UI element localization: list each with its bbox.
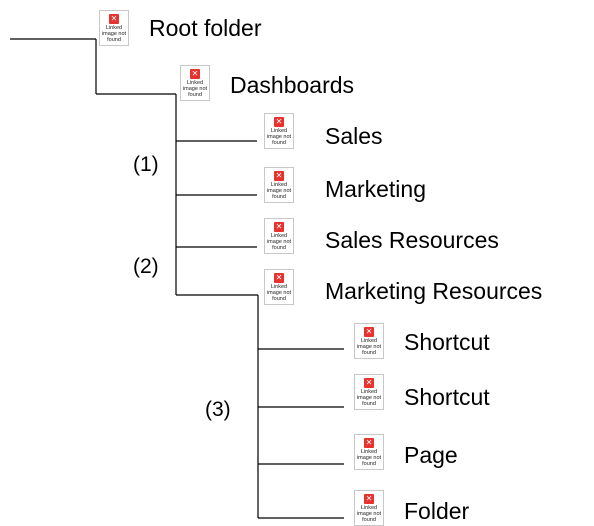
tree-node-label-folder[interactable]: Folder [404,498,470,524]
image-alt-text: Linked image not found [266,284,292,302]
close-icon: ✕ [274,117,284,127]
tree-node-label-root[interactable]: Root folder [149,15,262,41]
tree-node-label-sales[interactable]: Sales [325,123,383,149]
image-alt-text: Linked image not found [182,80,208,98]
tree-node-label-shortcut-1[interactable]: Shortcut [404,329,490,355]
close-icon: ✕ [274,171,284,181]
broken-image-icon: ✕Linked image not found [354,434,384,470]
broken-image-icon: ✕Linked image not found [264,113,294,149]
image-alt-text: Linked image not found [101,25,127,43]
close-icon: ✕ [109,14,119,24]
step-marker-3: (3) [205,398,231,421]
image-alt-text: Linked image not found [266,128,292,146]
broken-image-icon: ✕Linked image not found [354,323,384,359]
close-icon: ✕ [364,378,374,388]
close-icon: ✕ [364,327,374,337]
tree-node-label-shortcut-2[interactable]: Shortcut [404,384,490,410]
image-alt-text: Linked image not found [356,449,382,467]
broken-image-icon: ✕Linked image not found [180,65,210,101]
image-alt-text: Linked image not found [266,182,292,200]
image-alt-text: Linked image not found [266,233,292,251]
broken-image-icon: ✕Linked image not found [264,167,294,203]
broken-image-icon: ✕Linked image not found [354,490,384,526]
close-icon: ✕ [364,494,374,504]
close-icon: ✕ [274,222,284,232]
broken-image-icon: ✕Linked image not found [99,10,129,46]
close-icon: ✕ [364,438,374,448]
close-icon: ✕ [274,273,284,283]
broken-image-icon: ✕Linked image not found [264,218,294,254]
image-alt-text: Linked image not found [356,338,382,356]
close-icon: ✕ [190,69,200,79]
tree-node-label-marketing-resources[interactable]: Marketing Resources [325,278,543,304]
tree-node-label-page[interactable]: Page [404,442,458,468]
step-marker-2: (2) [133,255,159,278]
broken-image-icon: ✕Linked image not found [354,374,384,410]
step-marker-1: (1) [133,153,159,176]
tree-node-label-marketing[interactable]: Marketing [325,176,426,202]
image-alt-text: Linked image not found [356,389,382,407]
image-alt-text: Linked image not found [356,505,382,523]
broken-image-icon: ✕Linked image not found [264,269,294,305]
tree-node-label-dashboards[interactable]: Dashboards [230,72,355,98]
tree-node-label-sales-resources[interactable]: Sales Resources [325,227,499,253]
